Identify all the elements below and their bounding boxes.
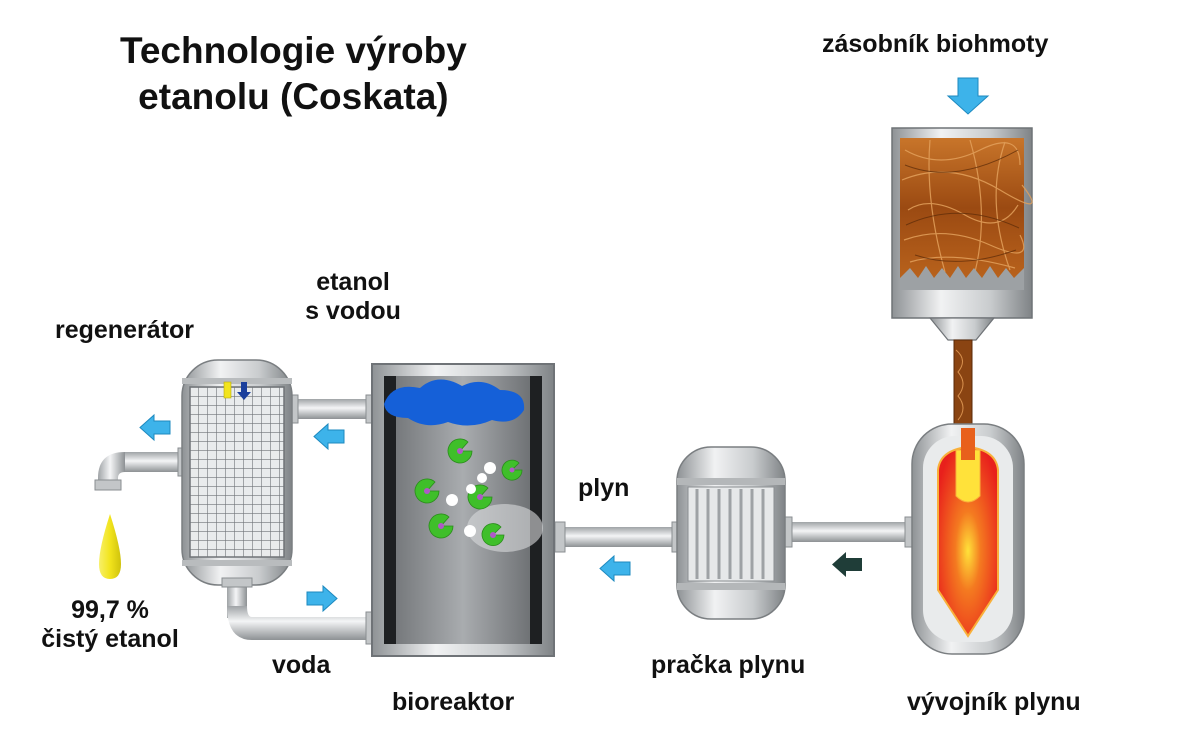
pipe-gas-1: [553, 527, 683, 547]
bioreactor-vessel: [371, 363, 555, 657]
droplet-icon: [99, 514, 121, 579]
label-gas-generator: vývojník plynu: [907, 688, 1081, 716]
label-ethanol-water-line2: s vodou: [305, 296, 401, 325]
label-pure-ethanol: 99,7 % čistý etanol: [22, 596, 198, 654]
diagram-title: Technologie výroby etanolu (Coskata): [120, 28, 467, 121]
label-gas: plyn: [578, 474, 630, 502]
label-purity-value: 99,7 %: [71, 596, 149, 624]
gas-generator-vessel: [911, 423, 1025, 655]
label-regenerator: regenerátor: [55, 316, 194, 344]
label-gas-scrubber: pračka plynu: [651, 651, 806, 679]
liquid-ethanol: [384, 379, 525, 426]
label-water: voda: [272, 651, 331, 679]
pipe-ethanol-water: [293, 399, 373, 419]
label-biomass-hopper: zásobník biohmoty: [822, 30, 1049, 58]
pipe-gas-2: [780, 522, 915, 542]
flow-arrow-icon: [313, 422, 345, 451]
label-purity-text: čistý etanol: [41, 624, 179, 653]
biomass-hopper: [891, 127, 1033, 429]
label-bioreactor: bioreaktor: [392, 688, 515, 716]
title-line-1: Technologie výroby: [120, 30, 467, 71]
flow-arrow-icon: [306, 584, 338, 613]
flow-arrow-icon: [599, 554, 631, 583]
label-ethanol-water: etanol s vodou: [298, 268, 408, 326]
down-arrow-icon: [946, 77, 990, 115]
tap-icon: [125, 452, 187, 472]
title-line-2: etanolu (Coskata): [138, 76, 449, 118]
regenerator-column: [181, 359, 293, 588]
label-ethanol-water-line1: etanol: [316, 268, 390, 296]
flow-arrow-icon: [139, 413, 171, 442]
gas-scrubber-vessel: [676, 446, 786, 620]
flow-arrow-icon: [832, 552, 862, 577]
